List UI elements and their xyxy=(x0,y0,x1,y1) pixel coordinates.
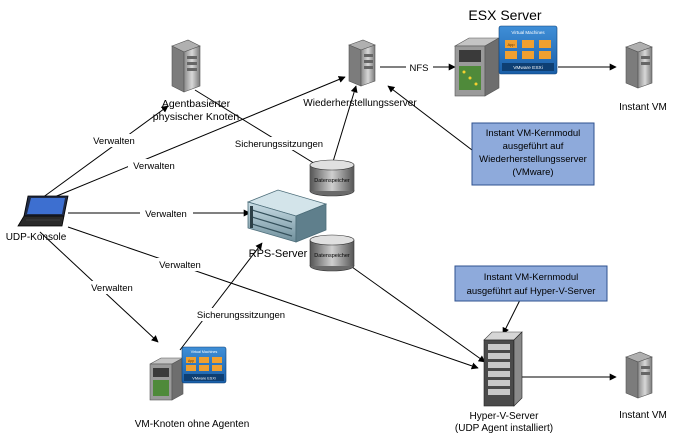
callout-hyperv-line2: ausgeführt auf Hyper-V-Server xyxy=(467,286,596,297)
edge-callout-to-hyperv xyxy=(502,299,521,335)
esx-server-title: ESX Server xyxy=(468,7,541,23)
esx-server-icon[interactable] xyxy=(453,37,501,97)
edge-vm-node-to-rps xyxy=(179,242,263,351)
vm-node-chip-label: App xyxy=(188,359,194,363)
hyperv-server-label-line1: Hyper-V-Server xyxy=(470,411,540,422)
instant-vm-top-label: Instant VM xyxy=(619,102,667,113)
connectors xyxy=(39,63,617,381)
physical-node-server-icon[interactable] xyxy=(171,39,201,93)
callout-hyperv-line1: Instant VM-Kernmodul xyxy=(484,272,579,283)
vm-node-label: VM-Knoten ohne Agenten xyxy=(135,419,250,430)
physical-node-label-line1: Agentbasierter xyxy=(162,98,231,110)
edge-console-to-physical-node xyxy=(41,105,169,199)
edge-label-manage-rps: Verwalten xyxy=(145,209,187,220)
callout-vmware: Instant VM-Kernmodul ausgeführt auf Wied… xyxy=(471,122,595,186)
callout-vmware-line2: ausgeführt auf xyxy=(503,141,564,152)
esx-panel-footer: VMware ESXi xyxy=(513,65,543,71)
vm-node-panel-footer: VMware ESXi xyxy=(192,377,216,381)
datastore-top-icon: Datenspeicher xyxy=(309,159,355,197)
vm-node-server-icon[interactable] xyxy=(149,357,184,401)
edge-label-backup-sessions-top: Sicherungssitzungen xyxy=(235,139,323,150)
edge-labels: Verwalten Verwalten Verwalten Verwalten … xyxy=(86,61,433,321)
physical-node-label-line2: physischer Knoten xyxy=(153,111,240,123)
datastore-top-label: Datenspeicher xyxy=(314,178,350,184)
datastore-mid-icon: Datenspeicher xyxy=(309,234,355,272)
node-labels: Agentbasierter physischer Knoten Wiederh… xyxy=(6,98,667,434)
esx-vm-chip-label: App xyxy=(507,42,515,47)
datastore-mid-label: Datenspeicher xyxy=(314,253,350,259)
callout-vmware-line4: (VMware) xyxy=(512,167,553,178)
recovery-server-icon[interactable] xyxy=(348,39,376,87)
callout-hyperv: Instant VM-Kernmodul ausgeführt auf Hype… xyxy=(454,265,608,302)
rps-server-label: RPS-Server xyxy=(249,248,308,260)
recovery-server-label: Wiederherstellungsserver xyxy=(303,98,417,109)
edge-label-manage-vm-node: Verwalten xyxy=(91,283,133,294)
rps-server-icon[interactable] xyxy=(246,189,328,243)
edge-label-nfs: NFS xyxy=(410,63,429,74)
esx-vm-panel: Virtual Machines App VMware ESXi xyxy=(498,25,558,75)
instant-vm-bottom-icon[interactable] xyxy=(625,351,653,399)
vm-node-panel: Virtual Machines App VMware ESXi xyxy=(181,346,227,384)
callout-vmware-line1: Instant VM-Kernmodul xyxy=(486,128,581,139)
edge-label-manage-recovery: Verwalten xyxy=(133,161,175,172)
edge-datastore-to-recovery xyxy=(331,85,358,166)
udp-console-label: UDP-Konsole xyxy=(6,232,67,243)
edge-datastore-to-hyperv xyxy=(344,261,486,363)
vm-node-panel-title: Virtual Machines xyxy=(191,350,218,354)
edge-label-manage-physical: Verwalten xyxy=(93,136,135,147)
edge-label-manage-hyperv: Verwalten xyxy=(159,260,201,271)
udp-console-laptop-icon[interactable] xyxy=(17,195,69,227)
hyperv-server-label-line2: (UDP Agent installiert) xyxy=(455,423,553,434)
hyperv-server-icon[interactable] xyxy=(483,331,523,407)
edge-physical-to-datastore xyxy=(194,89,326,171)
esx-panel-title: Virtual Machines xyxy=(511,30,545,35)
callout-vmware-line3: Wiederherstellungsserver xyxy=(479,154,587,165)
instant-vm-top-icon[interactable] xyxy=(625,41,653,89)
edge-label-backup-sessions-bottom: Sicherungssitzungen xyxy=(197,310,285,321)
edge-console-to-hyperv xyxy=(67,226,479,370)
edge-console-to-recovery-server xyxy=(51,76,346,199)
edge-callout-to-recovery xyxy=(387,85,473,151)
instant-vm-bottom-label: Instant VM xyxy=(619,410,667,421)
